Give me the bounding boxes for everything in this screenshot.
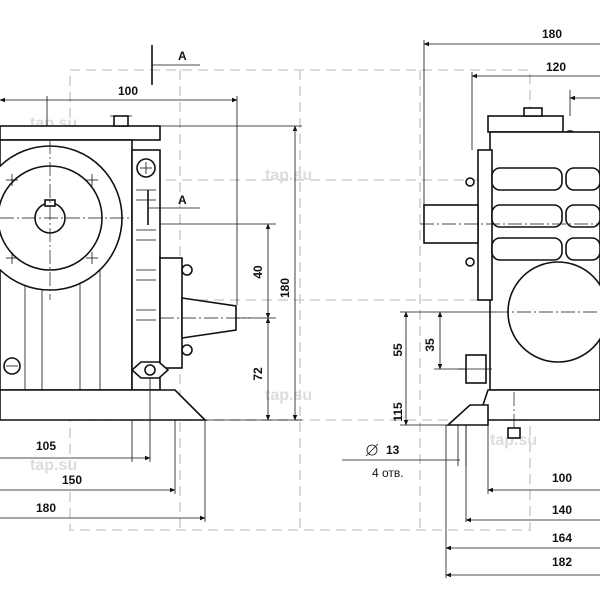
base-foot: [0, 389, 207, 421]
section-label-top: A: [178, 49, 187, 63]
dim-105: 105: [36, 439, 56, 453]
dim-40: 40: [251, 265, 265, 279]
watermark-text: tap.su: [265, 167, 312, 184]
cooling-fins: [491, 167, 600, 261]
foot-bracket: [445, 404, 489, 426]
dim-150: 150: [62, 473, 82, 487]
vent-plug: [113, 115, 129, 127]
dim-180-top-right: 180: [542, 27, 562, 41]
dim-120: 120: [546, 60, 566, 74]
left-view: A: [0, 45, 302, 522]
worm-flange: [159, 257, 183, 369]
dim-164: 164: [552, 531, 572, 545]
dim-180-vertical: 180: [278, 278, 292, 298]
side-flange: [477, 149, 493, 301]
wheel-bolts: [6, 174, 98, 264]
right-view: 180 120 55 35 115 13 4 отв. 100 140 164: [342, 27, 600, 578]
dim-100-top: 100: [118, 84, 138, 98]
hole-count-note: 4 отв.: [372, 466, 404, 480]
top-cover-right: [487, 115, 564, 133]
watermark-text: tap.su: [490, 432, 537, 449]
watermark-text: tap.su: [265, 387, 312, 404]
dim-100-right: 100: [552, 471, 572, 485]
base-right: [476, 389, 600, 421]
dim-115: 115: [391, 402, 405, 422]
dim-182: 182: [552, 555, 572, 569]
diameter-symbol: [366, 444, 378, 456]
dim-180-horizontal: 180: [36, 501, 56, 515]
dim-72: 72: [251, 367, 265, 381]
dim-55: 55: [391, 343, 405, 357]
hole-diameter: 13: [386, 443, 400, 457]
watermark-text: tap.su: [30, 457, 77, 474]
dim-35: 35: [423, 338, 437, 352]
section-label-mid: A: [178, 193, 187, 207]
dim-140: 140: [552, 503, 572, 517]
top-cover: [0, 125, 161, 141]
